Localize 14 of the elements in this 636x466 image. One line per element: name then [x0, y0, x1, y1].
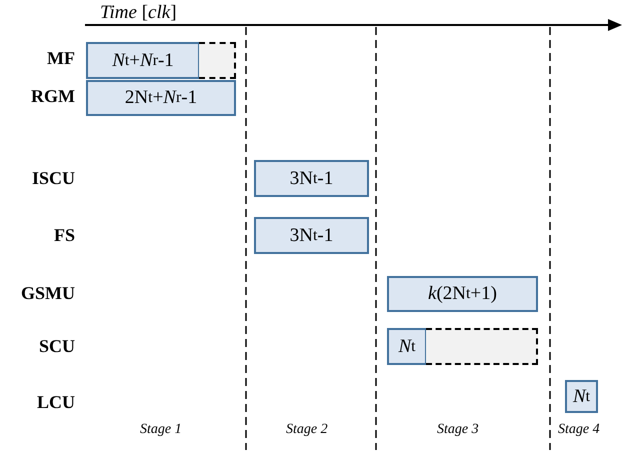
row-label: FS	[52, 225, 75, 246]
idle-slot	[426, 328, 538, 365]
row-label: MF	[46, 48, 75, 69]
stage-label: Stage 2	[286, 422, 328, 438]
stage-label: Stage 4	[558, 422, 600, 438]
row-label: ISCU	[30, 168, 75, 189]
row-label: LCU	[36, 392, 75, 413]
axis-title: Time [clk]	[100, 2, 177, 24]
stage-label: Stage 1	[140, 422, 182, 438]
row-label: RGM	[30, 86, 75, 107]
stage-label: Stage 3	[437, 422, 479, 438]
row-label: GSMU	[20, 283, 75, 304]
row-label: SCU	[38, 336, 75, 357]
idle-slot	[199, 42, 236, 79]
